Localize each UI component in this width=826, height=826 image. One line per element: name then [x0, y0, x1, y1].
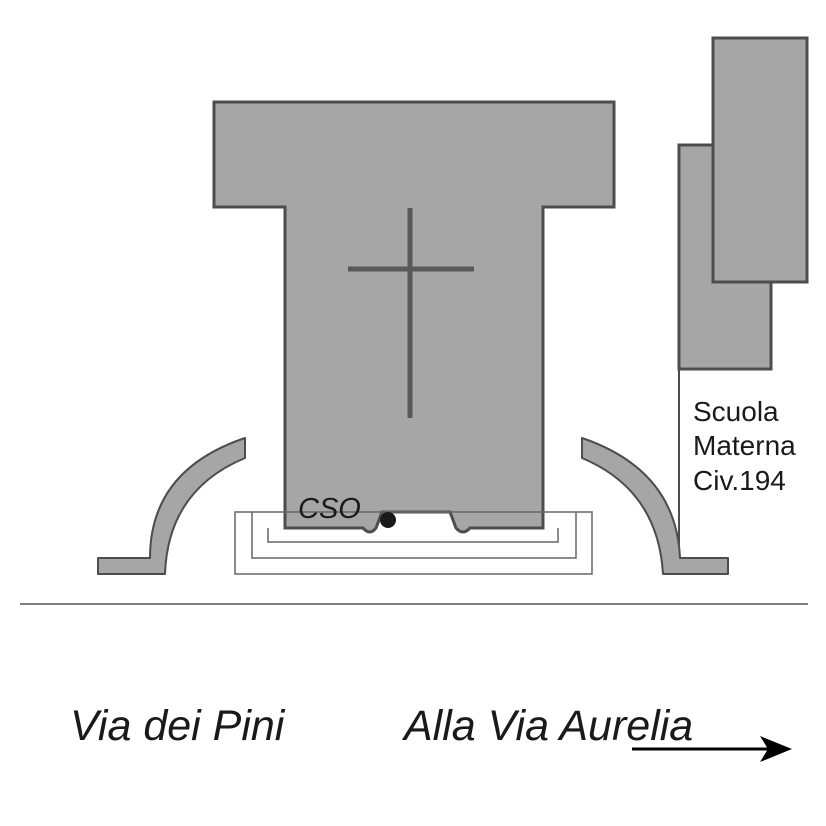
left-gate-arc [97, 437, 246, 575]
direction-label: Alla Via Aurelia [401, 702, 693, 750]
cso-point [380, 512, 396, 528]
school-label-line1: Scuola [693, 396, 779, 427]
cso-label: CSO [298, 493, 361, 525]
school-label-line3: Civ.194 [693, 465, 786, 496]
street-label: Via dei Pini [70, 702, 286, 750]
school-label-line2: Materna [693, 430, 796, 461]
cross-icon [348, 208, 474, 418]
right-gate-arc [581, 437, 729, 575]
entrance-steps [234, 511, 593, 575]
church-building [212, 100, 616, 534]
school-building [677, 36, 809, 545]
arrow-right-icon [632, 736, 792, 762]
